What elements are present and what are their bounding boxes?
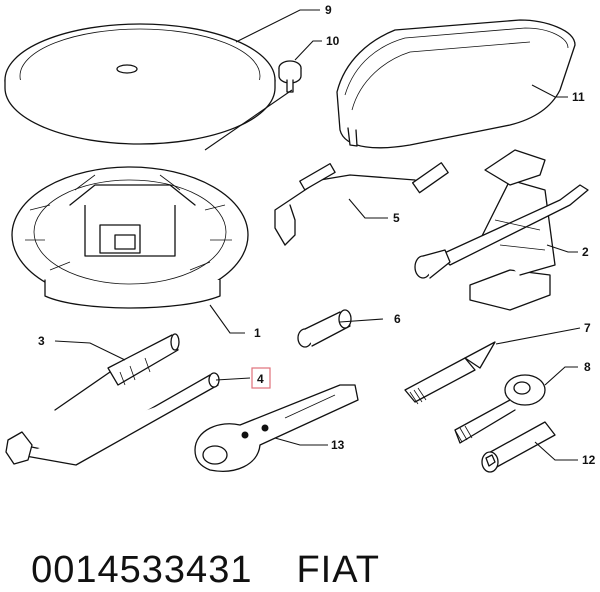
part-1-tool-holder xyxy=(11,166,249,309)
part-3-screwdriver xyxy=(54,333,180,411)
callout-9: 9 xyxy=(325,3,332,17)
callout-11: 11 xyxy=(572,90,585,104)
callout-10: 10 xyxy=(326,34,340,48)
part-8-eye-bolt xyxy=(454,374,546,444)
callout-6: 6 xyxy=(394,312,401,326)
part-number: 0014533431 xyxy=(31,549,253,591)
callout-5: 5 xyxy=(393,211,400,225)
callout-1: 1 xyxy=(254,326,261,340)
part-10-bolt xyxy=(278,60,302,93)
brand-name: FIAT xyxy=(296,549,380,591)
callout-labels: 9 10 11 5 2 1 6 3 4 13 7 8 12 xyxy=(38,3,596,467)
callout-7: 7 xyxy=(584,321,591,335)
callout-12: 12 xyxy=(582,453,596,467)
part-7-threaded-stud xyxy=(404,341,496,405)
part-4-wheel-brace xyxy=(5,372,220,466)
part-6-socket-adapter xyxy=(297,309,352,348)
callout-3: 3 xyxy=(38,334,45,348)
part-caption: 0014533431 FIAT xyxy=(8,506,380,592)
callout-4-highlight-box xyxy=(251,367,271,389)
parts-diagram: 9 10 11 5 2 1 6 3 4 13 7 8 12 xyxy=(4,3,596,473)
leader-lines xyxy=(54,9,581,461)
part-9-cover-disc xyxy=(4,23,276,145)
callout-2: 2 xyxy=(582,245,589,259)
callout-8: 8 xyxy=(584,360,591,374)
part-12-hex-pin xyxy=(481,421,556,473)
part-11-tool-bag xyxy=(336,19,576,149)
callout-13: 13 xyxy=(331,438,345,452)
callout-4: 4 xyxy=(257,372,264,386)
part-2-scissor-jack xyxy=(414,149,589,311)
part-13-ratchet-wrench xyxy=(194,384,359,472)
part-5-crank-handle xyxy=(274,162,449,246)
